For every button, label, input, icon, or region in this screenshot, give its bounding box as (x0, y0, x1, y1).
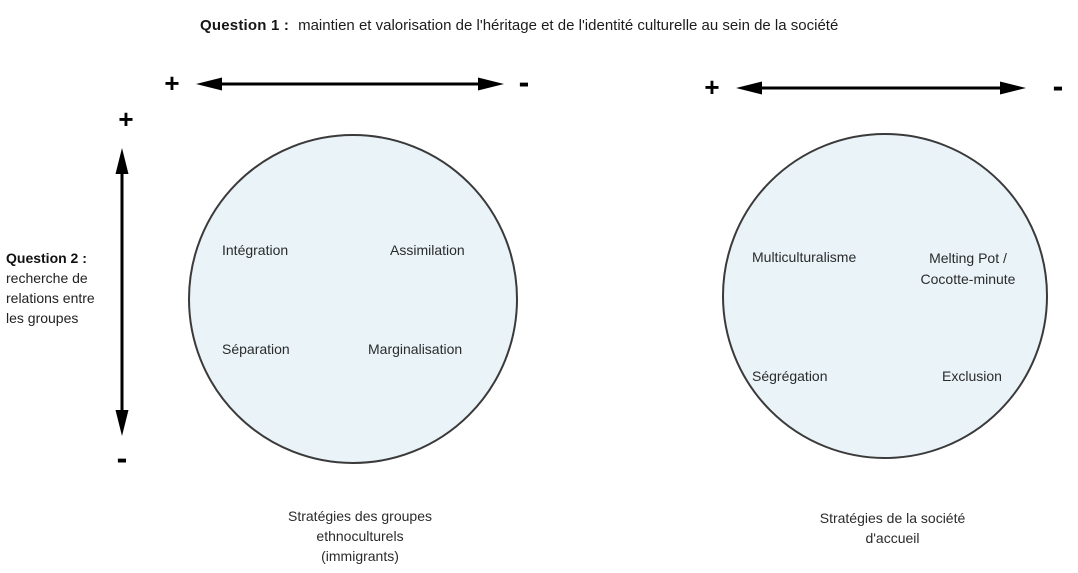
question2-line-1: recherche de (6, 270, 88, 286)
right-axis-minus-label: - (1052, 68, 1064, 104)
quadrant-integration: Intégration (222, 242, 289, 258)
right-caption-line-1: Stratégies de la société (819, 510, 966, 526)
left-caption-line-1: Stratégies des groupes (288, 508, 432, 524)
left-horizontal-double-arrow (196, 77, 504, 91)
quadrant-segregation: Ségrégation (752, 368, 828, 384)
quadrant-assimilation: Assimilation (390, 242, 465, 258)
question1-text: maintien et valorisation de l'héritage e… (298, 17, 839, 34)
question2-label: Question 2 : recherche de relations entr… (6, 248, 124, 328)
left-axis-minus-label: - (518, 64, 530, 100)
left-circle: Intégration Assimilation Séparation Marg… (188, 134, 518, 464)
right-circle-caption: Stratégies de la société d'accueil (780, 508, 1005, 548)
quadrant-multiculturalisme: Multiculturalisme (752, 249, 857, 265)
vertical-double-arrow (115, 148, 129, 436)
right-axis-plus-label: + (704, 72, 720, 102)
question2-line-2: relations entre (6, 290, 95, 306)
question2-line-3: les groupes (6, 310, 79, 326)
left-circle-caption: Stratégies des groupes ethnoculturels (i… (250, 506, 470, 566)
right-horizontal-double-arrow (736, 81, 1026, 95)
vertical-axis-plus-label: + (118, 104, 134, 134)
question1-header: Question 1 : maintien et valorisation de … (200, 17, 838, 34)
quadrant-melting-pot: Melting Pot / Cocotte-minute (902, 248, 1034, 290)
vertical-axis-minus-label: - (116, 440, 128, 476)
question1-label: Question 1 : (200, 17, 290, 34)
quadrant-exclusion: Exclusion (942, 368, 1002, 384)
quadrant-melting-pot-line-1: Melting Pot / (929, 250, 1007, 266)
right-caption-line-2: d'accueil (865, 530, 920, 546)
quadrant-melting-pot-line-2: Cocotte-minute (920, 271, 1016, 287)
quadrant-marginalisation: Marginalisation (368, 341, 463, 357)
left-axis-plus-label: + (164, 68, 180, 98)
question2-title: Question 2 : (6, 250, 87, 266)
quadrant-separation: Séparation (222, 341, 290, 357)
left-caption-line-2: ethnoculturels (316, 528, 404, 544)
left-caption-line-3: (immigrants) (321, 548, 399, 564)
right-circle: Multiculturalisme Melting Pot / Cocotte-… (722, 133, 1048, 459)
